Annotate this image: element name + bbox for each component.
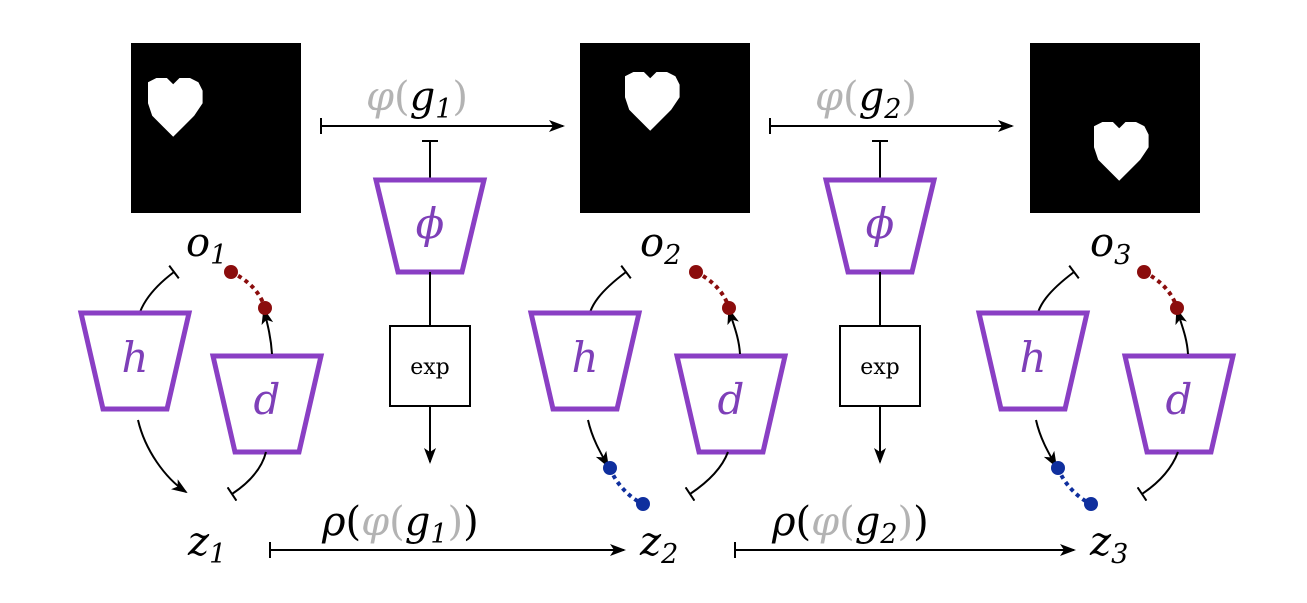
autoencoder-1: h d <box>77 265 325 502</box>
observation-label-2: o2 <box>640 220 681 271</box>
decode-dot-start-2 <box>689 265 703 279</box>
phi-network-2 <box>822 177 938 275</box>
bottom-arrow-label-2: ρ(φ(g2)) <box>771 499 929 550</box>
phi-label-2: ϕ <box>866 199 895 248</box>
decode-dot-end-2 <box>722 301 736 315</box>
decode-dot-end-1 <box>258 301 272 315</box>
phi-branch-2: ϕ exp <box>822 140 938 464</box>
decode-dot-start-1 <box>224 265 238 279</box>
autoencoder-3: h d <box>975 265 1237 511</box>
encoder-h-label-2: h <box>571 333 598 382</box>
observation-image-3 <box>1030 43 1200 213</box>
decode-trajectory-2 <box>695 270 731 309</box>
decoder-d-label-1: d <box>254 375 281 424</box>
decoder-d-2 <box>673 353 789 455</box>
exp-label-1: exp <box>410 355 450 380</box>
encode-dot-end-2 <box>636 497 650 511</box>
encode-dot-start-3 <box>1051 461 1065 475</box>
exp-box-2 <box>839 325 921 407</box>
encode-dot-start-2 <box>603 461 617 475</box>
encoder-h-label-1: h <box>121 333 148 382</box>
encoder-h-label-3: h <box>1019 333 1046 382</box>
phi-branch-1: ϕ exp <box>372 140 488 464</box>
phi-network-1 <box>372 177 488 275</box>
decode-trajectory-1 <box>230 270 267 309</box>
phi-label-1: ϕ <box>416 199 445 248</box>
decode-dot-start-3 <box>1137 265 1151 279</box>
latent-label-1: z1 <box>187 519 226 570</box>
decoder-d-3 <box>1121 353 1237 455</box>
decode-trajectory-3 <box>1143 270 1179 309</box>
top-arrow-label-2: φ(g2) <box>815 74 917 125</box>
encoder-h-2 <box>527 310 643 412</box>
encode-dot-end-3 <box>1084 497 1098 511</box>
top-arrow-label-1: φ(g1) <box>366 74 468 125</box>
decode-dot-end-3 <box>1170 301 1184 315</box>
encoder-h-3 <box>975 310 1091 412</box>
encode-trajectory-2 <box>608 467 644 506</box>
encoder-h-1 <box>77 310 193 412</box>
observation-label-3: o3 <box>1090 220 1131 271</box>
decoder-d-label-2: d <box>718 375 745 424</box>
observation-image-2 <box>580 43 750 213</box>
exp-label-2: exp <box>860 355 900 380</box>
observation-label-1: o1 <box>186 220 227 271</box>
encode-trajectory-3 <box>1056 467 1092 506</box>
latent-label-3: z3 <box>1089 519 1128 570</box>
latent-label-2: z2 <box>639 519 678 570</box>
observation-image-1 <box>131 43 301 213</box>
bottom-arrow-label-1: ρ(φ(g1)) <box>321 499 479 550</box>
decoder-d-1 <box>209 353 325 455</box>
autoencoder-2: h d <box>527 265 789 511</box>
decoder-d-label-3: d <box>1166 375 1193 424</box>
